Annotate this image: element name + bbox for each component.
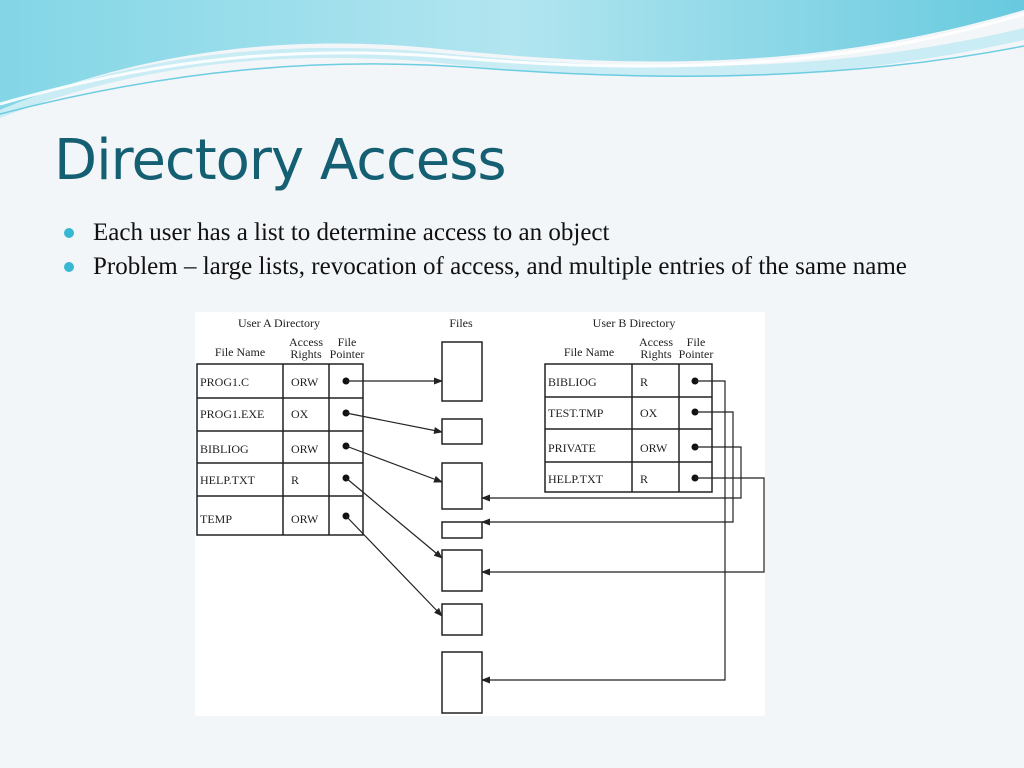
user-a-col-file-name: File Name [215,345,265,359]
bullet-dot-icon [64,228,74,238]
bullet-item: Each user has a list to determine access… [64,218,964,247]
file-box-6 [441,603,483,636]
user-b-col-access: Access [639,335,673,349]
user-a-row-1-rights: ORW [291,375,319,389]
bullet-text: Problem – large lists, revocation of acc… [93,253,907,280]
user-b-row-2-name: TEST.TMP [548,406,604,420]
header-wave-decoration [0,0,1024,118]
user-b-col-file: File [687,335,706,349]
user-a-row-1-name: PROG1.C [200,375,249,389]
user-b-row-2-rights: OX [640,406,658,420]
user-a-row-4-rights: R [291,473,299,487]
file-box-5 [441,549,483,592]
files-heading: Files [449,316,473,330]
user-b-col-pointer: Pointer [679,347,714,361]
slide-title: Directory Access [54,128,507,193]
user-b-row-1-name: BIBLIOG [548,375,597,389]
user-b-row-3-name: PRIVATE [548,441,596,455]
file-box-3 [441,462,483,510]
bullet-list: Each user has a list to determine access… [64,218,964,286]
user-a-col-file: File [338,335,357,349]
file-boxes [441,341,483,714]
user-b-pointer-arrows [481,380,765,684]
user-b-row-1-rights: R [640,375,648,389]
user-a-col-pointer: Pointer [330,347,365,361]
user-a-row-5-name: TEMP [200,512,232,526]
user-a-row-2-name: PROG1.EXE [200,407,264,421]
user-b-heading: User B Directory [593,316,676,330]
file-box-2 [441,418,483,445]
user-a-col-access: Access [289,335,323,349]
user-b-row-4-name: HELP.TXT [548,472,604,486]
user-a-row-2-rights: OX [291,407,309,421]
user-b-row-4-rights: R [640,472,648,486]
user-b-table [544,363,713,493]
bullet-text: Each user has a list to determine access… [93,219,610,246]
bullet-dot-icon [64,262,74,272]
file-box-4 [441,521,483,539]
user-b-row-3-rights: ORW [640,441,668,455]
bullet-item: Problem – large lists, revocation of acc… [64,252,964,281]
user-a-heading: User A Directory [238,316,320,330]
user-b-col-rights: Rights [640,347,672,361]
user-a-pointer-arrows [345,377,443,617]
user-a-row-3-name: BIBLIOG [200,442,249,456]
user-a-row-4-name: HELP.TXT [200,473,256,487]
file-box-1 [441,341,483,402]
file-box-7 [441,651,483,714]
user-a-table [196,363,364,536]
user-b-col-file-name: File Name [564,345,614,359]
user-a-row-5-rights: ORW [291,512,319,526]
user-a-col-rights: Rights [290,347,322,361]
directory-access-diagram: User A Directory File Name Access Rights… [195,312,765,716]
user-a-row-3-rights: ORW [291,442,319,456]
